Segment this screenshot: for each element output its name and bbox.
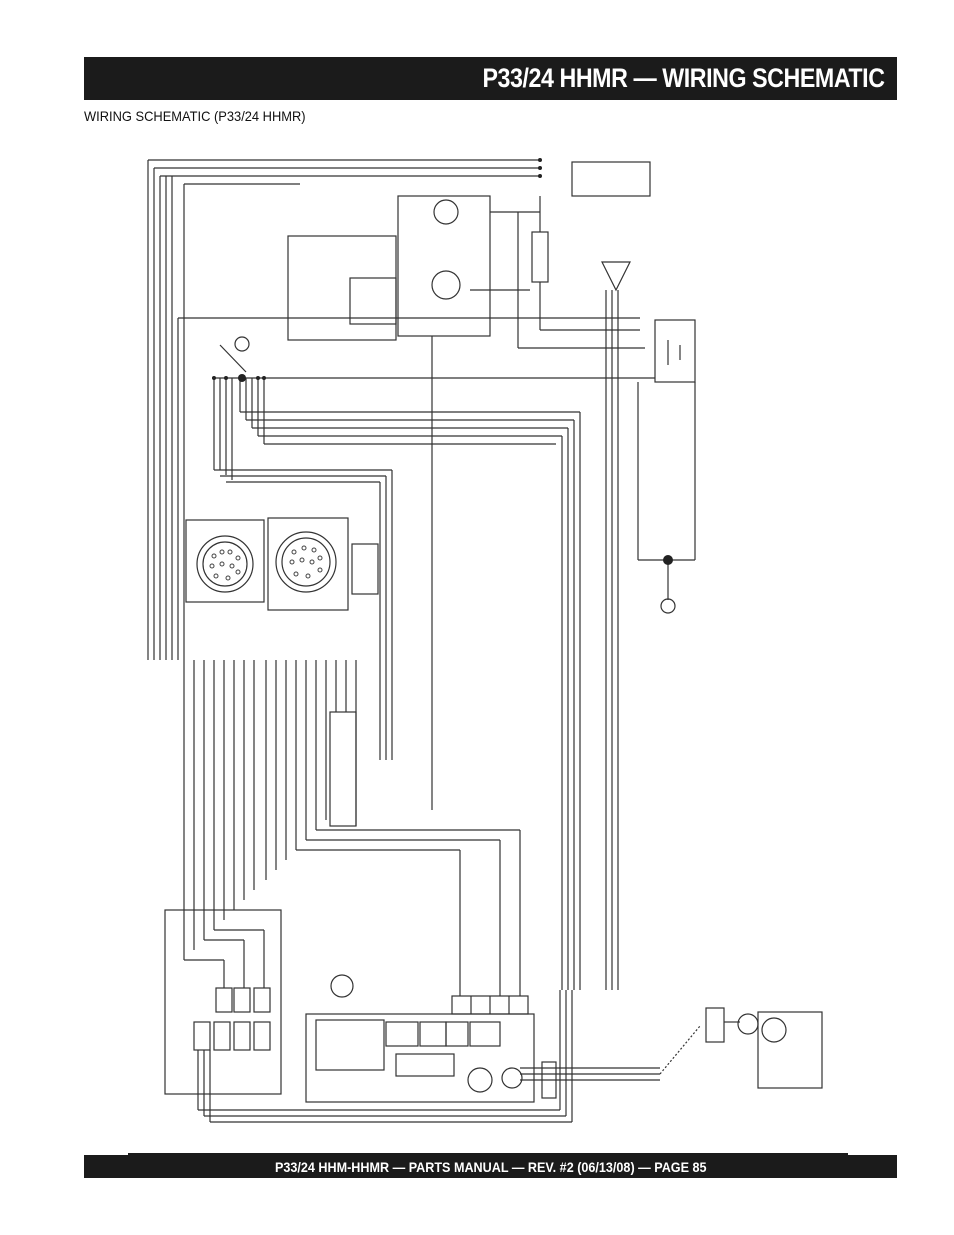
page-title-bar: P33/24 HHMR — WIRING SCHEMATIC xyxy=(84,57,897,100)
schematic-caption: WIRING SCHEMATIC (P33/24 HHMR) xyxy=(84,108,306,124)
page-title: P33/24 HHMR — WIRING SCHEMATIC xyxy=(482,63,886,93)
footer-rule xyxy=(128,1153,848,1155)
page-footer: P33/24 HHM-HHMR — PARTS MANUAL — REV. #2… xyxy=(84,1155,897,1178)
footer-text: P33/24 HHM-HHMR — PARTS MANUAL — REV. #2… xyxy=(274,1158,707,1175)
